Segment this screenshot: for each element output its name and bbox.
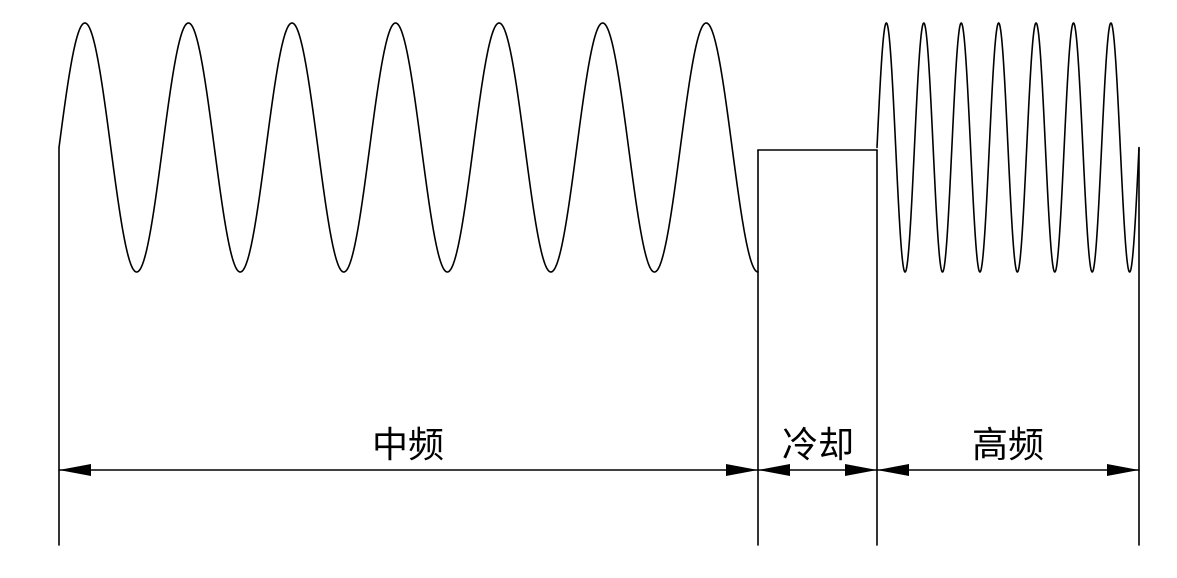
cooling-arrow-left xyxy=(758,464,790,476)
medium-frequency-arrow-left xyxy=(59,464,91,476)
high-frequency-label: 高频 xyxy=(972,425,1044,466)
cooling-label: 冷却 xyxy=(782,425,854,466)
medium-frequency-waveform xyxy=(58,22,759,273)
high-frequency-waveform xyxy=(876,22,1140,273)
medium-frequency-label: 中频 xyxy=(372,425,444,466)
high-frequency-arrow-right xyxy=(1107,464,1139,476)
high-frequency-arrow-left xyxy=(877,464,909,476)
medium-frequency-arrow-right xyxy=(726,464,758,476)
cooling-arrow-right xyxy=(845,464,877,476)
